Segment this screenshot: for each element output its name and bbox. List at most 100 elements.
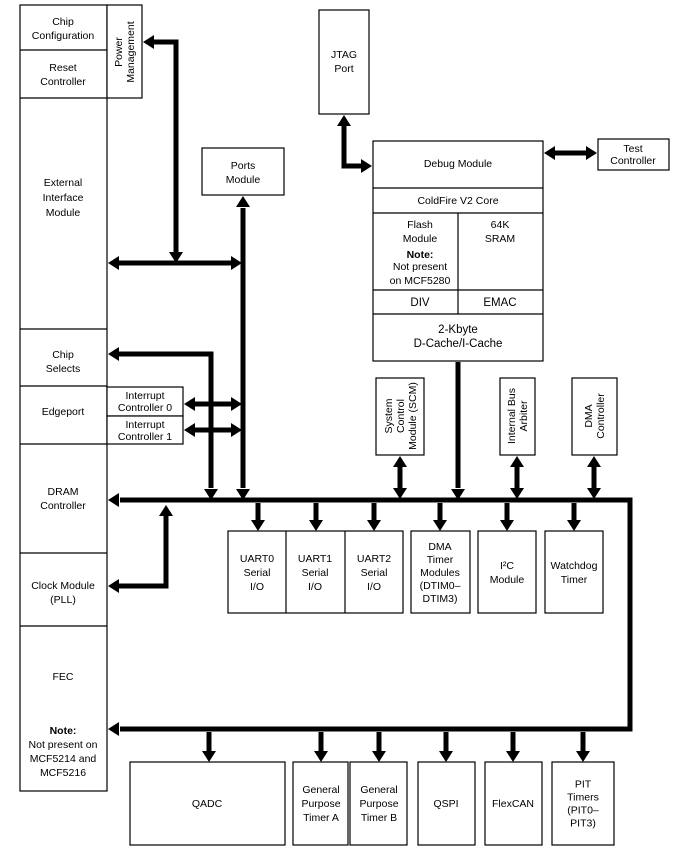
watchdog-text-0: Watchdog <box>551 560 598 572</box>
pit-text-2: (PIT0– <box>567 805 599 817</box>
intc0-arrowhead-right <box>231 397 242 411</box>
dma_timer-text-2: Modules <box>420 567 460 579</box>
intc1-arrowhead-right <box>231 423 242 437</box>
peripheral-arrowhead-1 <box>309 520 323 531</box>
eim-arrowhead-left <box>108 256 119 270</box>
clock-label: Clock Module (PLL) <box>31 580 95 606</box>
power-down-arrowhead <box>169 252 183 263</box>
chip-selects-bus <box>119 351 214 488</box>
ports-text-1: Module <box>226 174 261 186</box>
power-bus <box>154 39 179 252</box>
dram-text-0: DRAM <box>48 486 79 498</box>
pit-text-3: PIT3) <box>570 818 596 830</box>
scm-block <box>375 377 425 456</box>
intc1-text-0: Interrupt <box>125 419 164 431</box>
clock-text-0: Clock Module <box>31 580 95 592</box>
arbiter-arrowhead-up <box>510 456 524 467</box>
scm-text-1: Control <box>395 399 407 433</box>
interrupt-controller-0-block <box>106 386 184 417</box>
watchdog-text-1: Timer <box>561 574 588 586</box>
emac-label: EMAC <box>483 297 516 309</box>
arbiter-arrowhead-down <box>510 488 524 499</box>
bottom-arrowhead-3 <box>439 751 453 762</box>
flexcan-block <box>484 761 543 846</box>
bottom-arrowhead-4 <box>506 751 520 762</box>
chip_config-text-1: Configuration <box>32 30 95 42</box>
bottom-arrowhead-1 <box>314 751 328 762</box>
eim-arrowhead-right <box>231 256 242 270</box>
fec_note-text-1: MCF5214 and <box>30 753 97 765</box>
fec-bus-arrowhead <box>108 722 119 736</box>
watchdog-block <box>544 530 604 614</box>
chip_selects-text-0: Chip <box>52 349 74 361</box>
scm-arrowhead-up <box>393 456 407 467</box>
chip-selects-arrowhead <box>108 347 119 361</box>
power-management-block <box>106 4 143 99</box>
power_mgmt-text-1: Management <box>125 21 137 82</box>
dma_timer-text-1: Timer <box>427 554 454 566</box>
bottom-arrowhead-2 <box>372 751 386 762</box>
peripheral-arrowhead-0 <box>251 520 265 531</box>
diagram-labels: ChipConfigurationResetControllerExternal… <box>29 16 657 830</box>
dma-arrowhead-up <box>587 456 601 467</box>
intc1-arrowhead-left <box>184 423 195 437</box>
uart2-text-1: Serial <box>361 567 388 579</box>
edgeport-label: Edgeport <box>42 406 85 418</box>
flash_note-text-1: on MCF5280 <box>390 275 451 287</box>
chip_config-text-0: Chip <box>52 16 74 28</box>
dram-bus-arrowhead <box>108 493 119 507</box>
eim-text-2: Module <box>46 207 81 219</box>
sram-text-1: SRAM <box>485 233 515 245</box>
sram-text-0: 64K <box>491 219 510 231</box>
fec-text-0: FEC <box>53 671 74 683</box>
test-arrowhead-right <box>586 146 597 160</box>
ports-arrowhead-up <box>236 196 250 207</box>
gpta-text-2: Timer A <box>303 812 339 824</box>
flash-note-title-text: Note: <box>407 249 434 261</box>
test-text-0: Test <box>623 143 642 155</box>
ports-arrowhead-down <box>236 489 250 500</box>
flexcan-label: FlexCAN <box>492 798 534 810</box>
power-arrowhead <box>143 35 154 49</box>
dram-text-1: Controller <box>40 500 86 512</box>
cache-arrowhead <box>451 489 465 500</box>
scm-text-0: System <box>383 398 395 433</box>
interrupt-controller-1-block <box>106 415 184 445</box>
clock-text-1: (PLL) <box>50 594 76 606</box>
arbiter-text-0: Internal Bus <box>506 388 518 444</box>
uart1-text-2: I/O <box>308 581 322 593</box>
eim-text-0: External <box>44 177 83 189</box>
intc0-text-0: Interrupt <box>125 390 164 402</box>
gptb-text-0: General <box>360 784 397 796</box>
test-controller-block <box>597 138 670 171</box>
diagram-shapes <box>19 4 670 846</box>
test-text-1: Controller <box>610 155 656 167</box>
core-label: ColdFire V2 Core <box>417 195 498 207</box>
uart0-text-0: UART0 <box>240 553 274 565</box>
pit-block <box>551 761 615 846</box>
scm-text-2: Module (SCM) <box>407 382 419 450</box>
uart0-text-2: I/O <box>250 581 264 593</box>
uart1-text-1: Serial <box>302 567 329 579</box>
pit-text-0: PIT <box>575 779 592 791</box>
fec_note-text-2: MCF5216 <box>40 767 86 779</box>
dram-label: DRAM Controller <box>40 486 86 512</box>
dma-controller-block <box>571 377 618 456</box>
peripheral-arrowhead-2 <box>367 520 381 531</box>
qadc-text-0: QADC <box>192 798 223 810</box>
qspi-label: QSPI <box>433 798 458 810</box>
dma-timer-block <box>410 530 471 614</box>
i2c-text-0: I²C <box>500 560 514 572</box>
